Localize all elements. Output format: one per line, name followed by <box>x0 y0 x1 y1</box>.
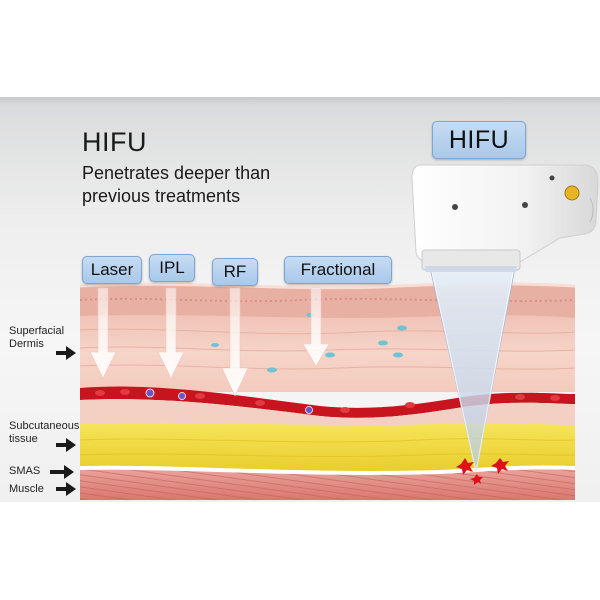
hifu-badge: HIFU <box>432 121 526 159</box>
dermis-cells <box>211 313 407 373</box>
fat-texture <box>79 438 576 458</box>
page-title: HIFU <box>82 127 147 157</box>
rf-arrow <box>221 287 249 397</box>
dermis-label: Superfacial Dermis <box>9 325 64 351</box>
ipl-label: IPL <box>149 254 195 282</box>
hifu-handpiece-icon <box>411 164 599 272</box>
smas-pointer-arrow <box>50 465 74 479</box>
fractional-arrow <box>302 287 330 367</box>
muscle-fibers <box>80 469 575 500</box>
fractional-label: Fractional <box>284 256 392 284</box>
subtitle-line-1: Penetrates deeper than <box>82 163 271 183</box>
subcutaneous-label: Subcutaneous tissue <box>9 420 79 446</box>
muscle-pointer-arrow <box>56 482 76 496</box>
subcutaneous-fat-layer <box>80 422 575 473</box>
subcutaneous-label-line-2: tissue <box>9 433 38 445</box>
smas-label: SMAS <box>9 465 41 477</box>
subcutaneous-label-line-1: Subcutaneous <box>9 420 80 432</box>
focal-spark-icon <box>456 458 509 485</box>
laser-arrow <box>89 287 117 379</box>
dermis-fibers <box>79 328 576 370</box>
lower-dermis <box>80 399 575 428</box>
muscle-label: Muscle <box>9 483 44 495</box>
dermis-pointer-arrow <box>56 346 76 360</box>
laser-label: Laser <box>82 256 142 284</box>
blood-vessel <box>80 386 575 418</box>
dermis-label-line-2: Dermis <box>9 338 44 350</box>
page-subtitle: Penetrates deeper than previous treatmen… <box>82 162 270 208</box>
ipl-arrow <box>157 287 185 379</box>
subtitle-line-2: previous treatments <box>82 186 241 206</box>
smas-layer <box>79 465 576 475</box>
rf-label: RF <box>212 258 258 286</box>
dermis-label-line-1: Superfacial <box>9 325 65 337</box>
subcutaneous-pointer-arrow <box>56 438 76 452</box>
